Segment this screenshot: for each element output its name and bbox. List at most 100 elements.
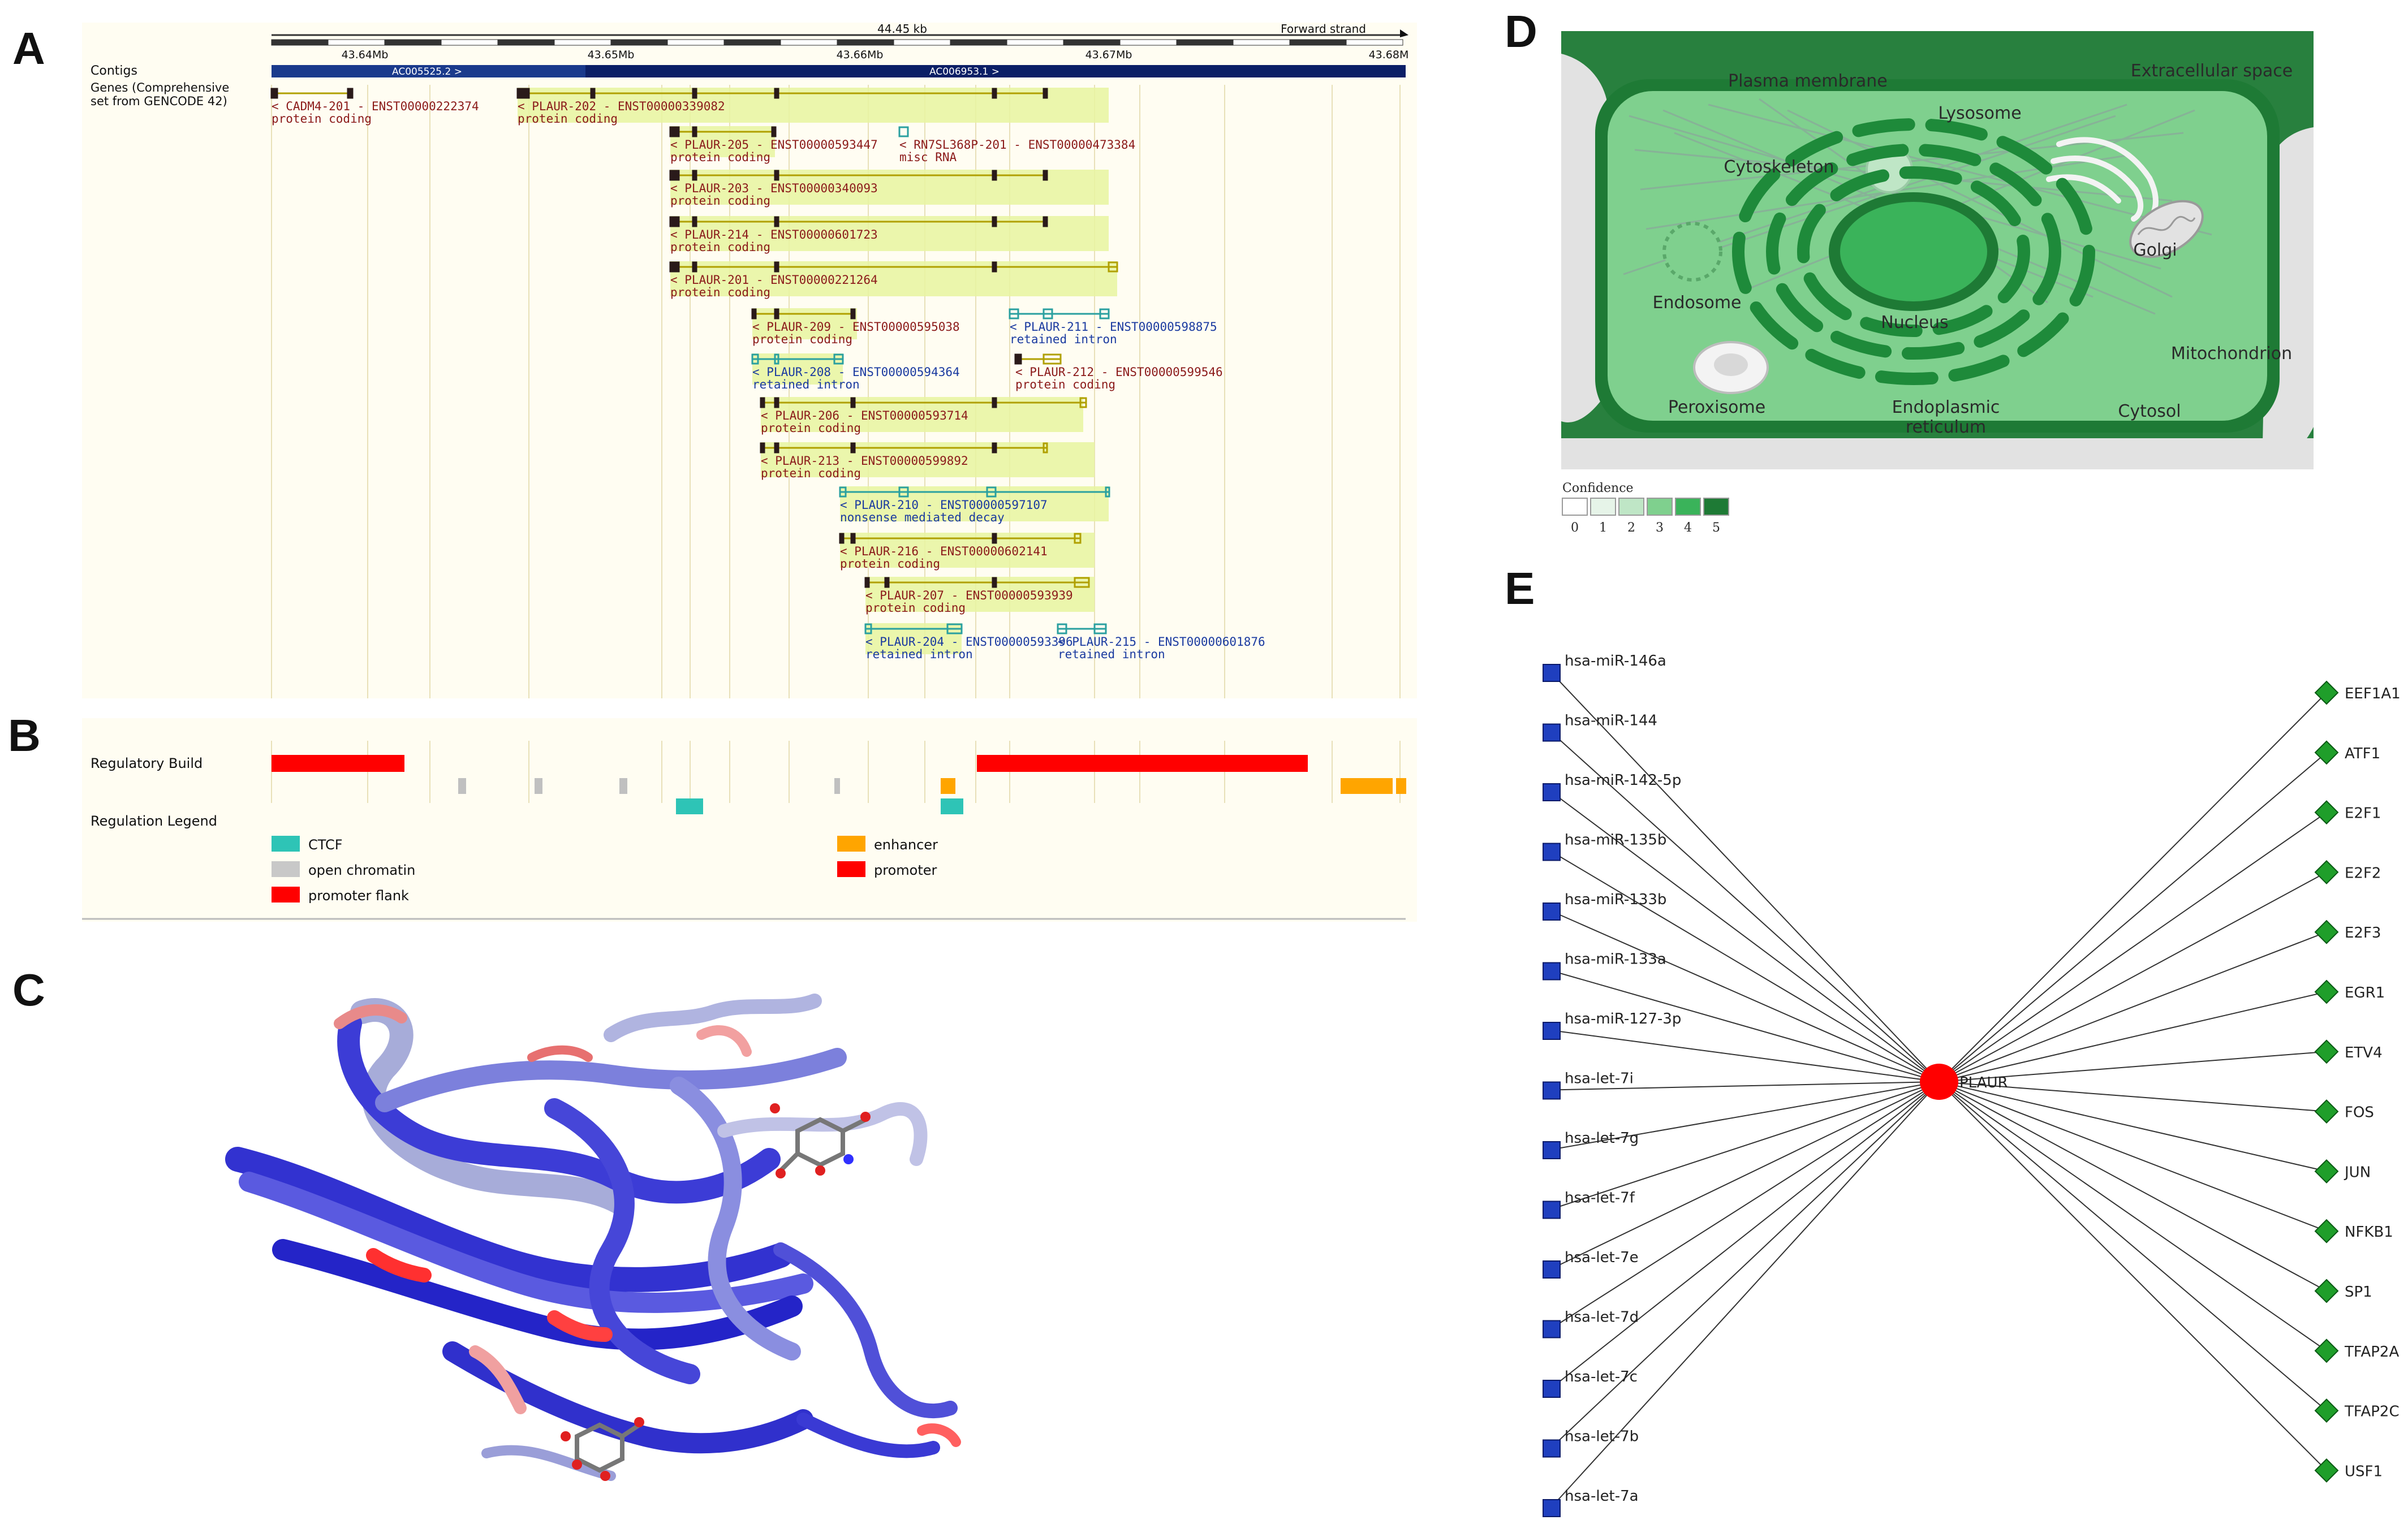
exon-block — [774, 170, 779, 181]
ruler-segment — [837, 39, 894, 46]
ruler-tick-label: 43.65Mb — [588, 49, 635, 61]
tf-node[interactable] — [2314, 1398, 2339, 1423]
mirna-node[interactable] — [1543, 1141, 1561, 1159]
confidence-level-label: 3 — [1656, 521, 1664, 535]
mirna-label: hsa-let-7c — [1565, 1368, 1638, 1385]
contigs-label: Contigs — [91, 64, 137, 78]
exon-block — [850, 308, 856, 319]
tf-node[interactable] — [2314, 740, 2339, 765]
exon-block — [1099, 308, 1110, 319]
mirna-node[interactable] — [1543, 723, 1561, 742]
tf-node[interactable] — [2314, 1458, 2339, 1483]
exon-block — [1043, 353, 1062, 365]
label-nucleus: Nucleus — [1881, 313, 1948, 332]
genes-track-label-2: set from GENCODE 42) — [91, 94, 227, 108]
tf-node[interactable] — [2314, 1039, 2339, 1064]
tf-node[interactable] — [2314, 979, 2339, 1004]
exon-block — [692, 126, 697, 137]
tf-node[interactable] — [2314, 860, 2339, 884]
network-edge — [1939, 1051, 2327, 1082]
transcript-biotype: protein coding — [272, 112, 372, 126]
regulation-legend: CTCF open chromatin promoter flank enhan… — [272, 836, 938, 904]
transcript-name: < PLAUR-201 - ENST00000221264 — [670, 273, 878, 287]
mirna-node[interactable] — [1543, 1380, 1561, 1398]
mirna-node[interactable] — [1543, 1201, 1561, 1219]
mirna-node[interactable] — [1543, 664, 1561, 682]
center-node[interactable] — [1920, 1064, 1958, 1100]
mirna-node[interactable] — [1543, 962, 1561, 981]
exon-block — [833, 353, 844, 365]
exon-block — [1009, 308, 1019, 319]
network-edge — [1550, 1081, 1940, 1091]
contig-label-2: AC006953.1 > — [929, 66, 1000, 77]
tf-node[interactable] — [2314, 1219, 2339, 1243]
transcript-biotype: misc RNA — [899, 150, 957, 164]
exon-block — [347, 88, 354, 99]
transcript-name: < PLAUR-213 - ENST00000599892 — [761, 454, 968, 468]
mirna-node[interactable] — [1543, 783, 1561, 801]
transcript-name: < PLAUR-210 - ENST00000597107 — [840, 498, 1048, 512]
mirna-label: hsa-let-7g — [1565, 1130, 1639, 1147]
tf-node[interactable] — [2314, 1279, 2339, 1303]
tf-node[interactable] — [2314, 1099, 2339, 1124]
transcript-name: < PLAUR-203 - ENST00000340093 — [670, 182, 878, 195]
transcript-biotype: protein coding — [761, 421, 861, 435]
ruler-tick-label: 43.68M — [1369, 49, 1409, 61]
mirna-node[interactable] — [1543, 1081, 1561, 1100]
transcript-biotype: protein coding — [1015, 378, 1115, 391]
promoter-feature — [977, 755, 1308, 772]
exon-block — [760, 442, 765, 454]
ruler-segment — [441, 39, 498, 46]
exon-block — [669, 216, 680, 227]
transcript-biotype: protein coding — [518, 112, 618, 126]
ruler-segment — [610, 39, 668, 46]
exon-block — [839, 486, 847, 498]
exon-block — [992, 533, 997, 544]
exon-block — [1108, 261, 1118, 273]
ctcf-feature — [941, 798, 963, 814]
ruler-segment — [723, 39, 781, 46]
transcript-biotype: retained intron — [865, 647, 973, 661]
mirna-node[interactable] — [1543, 1260, 1561, 1279]
legend-label-ctcf: CTCF — [308, 837, 343, 853]
mirna-node[interactable] — [1543, 1022, 1561, 1040]
open-chromatin-feature — [458, 778, 466, 794]
confidence-level-label: 1 — [1599, 521, 1607, 535]
mirna-node[interactable] — [1543, 843, 1561, 861]
tf-node[interactable] — [2314, 1159, 2339, 1184]
exon-block — [1043, 216, 1048, 227]
tf-node[interactable] — [2314, 680, 2339, 705]
exon-block — [760, 397, 765, 408]
tf-node[interactable] — [2314, 800, 2339, 825]
tf-node[interactable] — [2314, 919, 2339, 944]
tf-node[interactable] — [2314, 1338, 2339, 1363]
transcript-biotype: protein coding — [670, 150, 770, 164]
mirna-node[interactable] — [1543, 1439, 1561, 1458]
mirna-node[interactable] — [1543, 902, 1561, 921]
exon-block — [1043, 308, 1053, 319]
tf-label: ATF1 — [2345, 745, 2380, 762]
mirna-label: hsa-let-7a — [1565, 1488, 1639, 1505]
mirna-node[interactable] — [1543, 1499, 1561, 1517]
exon-block — [992, 577, 997, 588]
mirna-node[interactable] — [1543, 1320, 1561, 1338]
